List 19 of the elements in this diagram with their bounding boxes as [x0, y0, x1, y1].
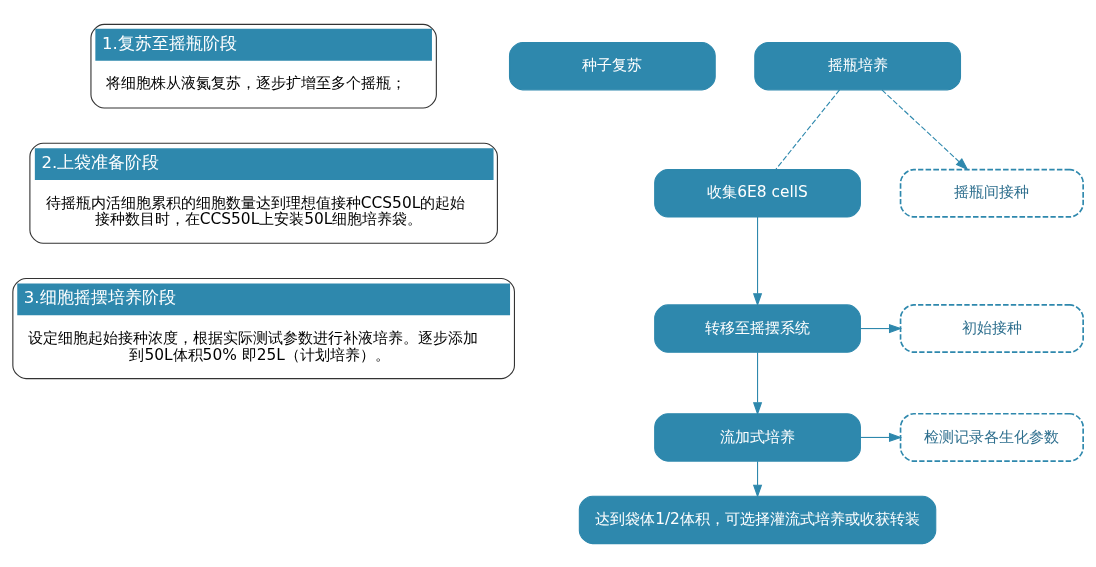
- arrow: [859, 323, 903, 333]
- arrow: [752, 351, 763, 415]
- arrow: [859, 432, 903, 442]
- node-box: 2.上袋准备阶段 待摇瓶内活细胞累积的细胞数量达到理想值接种CCS50L的起始接种数目时，在CCS50L上安装50L细胞培养袋。: [29, 142, 498, 244]
- node-box: 达到袋体1/2体积，可选择灌流式培养或收获转装: [578, 495, 937, 544]
- node-box: 检测记录各生化参数: [899, 412, 1084, 462]
- arrow: [752, 215, 763, 306]
- node-box: 初始接种: [899, 303, 1084, 353]
- node-box: 收集6E8 cellS: [654, 168, 861, 217]
- node-box: 1.复苏至摇瓶阶段 将细胞株从液氮复苏，逐步扩增至多个摇瓶；: [90, 23, 437, 109]
- arrow: [881, 88, 969, 170]
- node-box: 摇瓶培养: [754, 41, 962, 90]
- node-box: 3.细胞摇摆培养阶段 设定细胞起始接种浓度，根据实际测试参数进行补液培养。逐步添加到50L体积50% 即25L（计划培养）。: [12, 277, 515, 379]
- node-box: 摇瓶间接种: [899, 168, 1084, 218]
- node-box: 种子复苏: [508, 41, 716, 90]
- node-box: 流加式培养: [654, 412, 861, 462]
- connector: [775, 88, 841, 170]
- node-box: 转移至摇摆系统: [654, 303, 861, 353]
- arrow: [752, 460, 763, 498]
